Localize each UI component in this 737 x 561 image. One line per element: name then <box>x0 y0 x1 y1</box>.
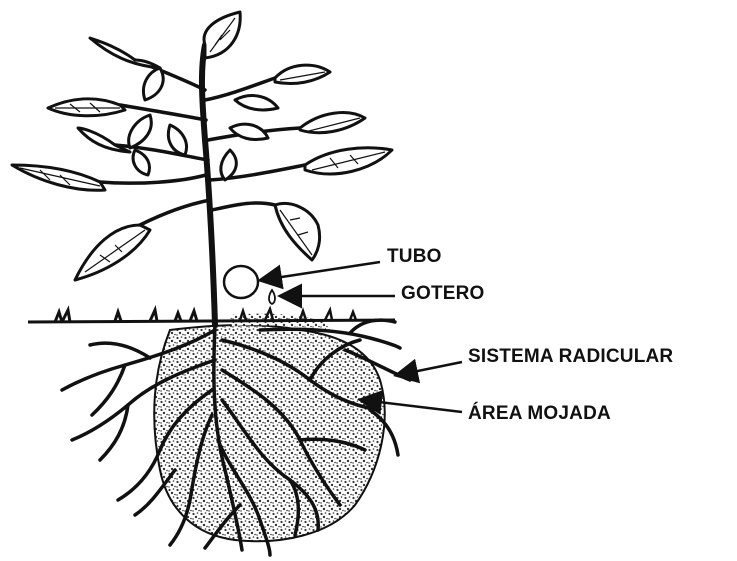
label-sistema-radicular: SISTEMA RADICULAR <box>468 346 673 368</box>
dripper-drop <box>269 290 275 304</box>
arrow-tubo <box>262 262 380 280</box>
label-tubo: TUBO <box>387 246 442 268</box>
ground-line <box>28 309 395 322</box>
plant-stem <box>100 45 305 325</box>
irrigation-tube <box>224 266 258 298</box>
arrow-sistema-radicular <box>398 362 462 375</box>
label-gotero: GOTERO <box>401 283 485 305</box>
label-area-mojada: ÁREA MOJADA <box>468 403 611 425</box>
